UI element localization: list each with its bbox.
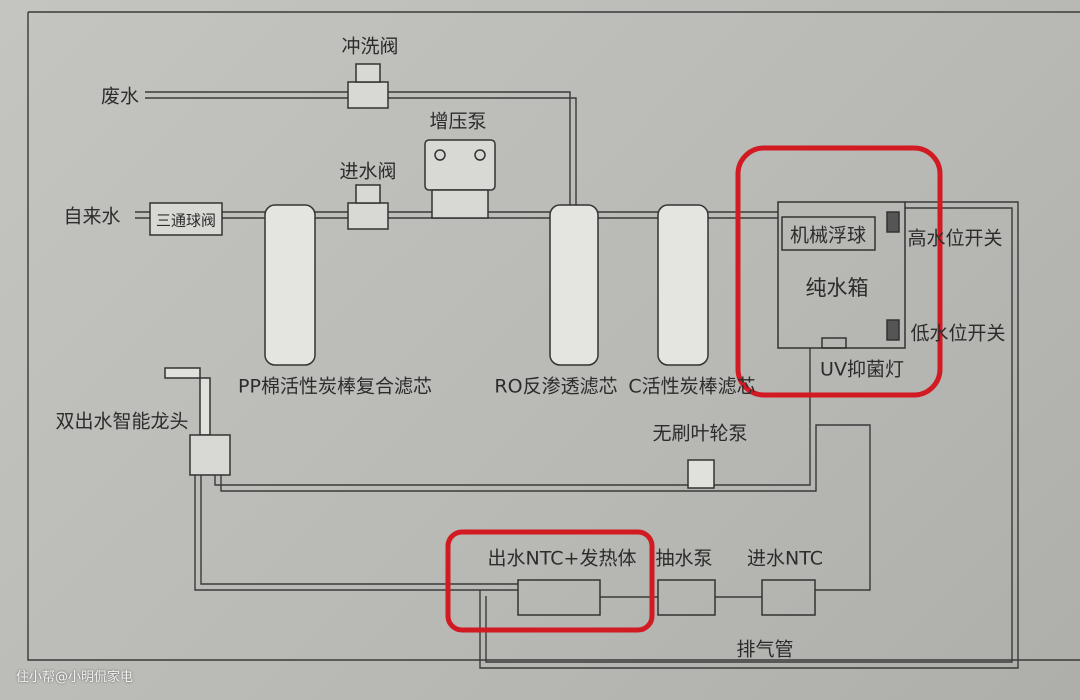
- label-inlet-valve: 进水阀: [339, 160, 397, 183]
- label-c-filter: C活性炭棒滤芯: [628, 375, 756, 398]
- three-way-valve-box: [149, 202, 223, 236]
- watermark: 住小帮@小明侃家电: [16, 670, 134, 685]
- label-faucet: 双出水智能龙头: [55, 410, 189, 433]
- heater-box: [517, 579, 601, 616]
- float-box: [781, 216, 876, 251]
- impeller-pump-icon: [687, 459, 715, 489]
- label-impeller-pump: 无刷叶轮泵: [652, 422, 748, 445]
- inlet-valve-icon: [347, 184, 389, 230]
- heater-highlight: [445, 529, 655, 633]
- waste-pipe: [145, 91, 577, 205]
- label-pure-tank: 纯水箱: [805, 276, 869, 300]
- booster-pump-icon: [424, 139, 496, 219]
- label-uv-lamp: UV抑菌灯: [820, 358, 904, 381]
- inlet-ntc-box: [761, 579, 816, 616]
- flush-valve-icon: [347, 63, 389, 109]
- draw-pump-box: [657, 579, 716, 616]
- label-ro-filter: RO反渗透滤芯: [494, 375, 618, 398]
- bottom-pipe: [194, 475, 762, 598]
- label-vent-pipe: 排气管: [736, 638, 794, 661]
- low-switch-icon: [886, 319, 900, 341]
- faucet-base-box: [189, 434, 231, 476]
- c-filter-icon: [657, 204, 709, 366]
- label-high-switch: 高水位开关: [907, 227, 1003, 250]
- uv-lamp-icon: [821, 337, 847, 349]
- faucet-pipe: [214, 348, 871, 591]
- label-inlet-ntc: 进水NTC: [747, 547, 823, 570]
- label-pp-filter: PP棉活性炭棒复合滤芯: [238, 375, 432, 398]
- label-float: 机械浮球: [789, 224, 867, 247]
- pp-filter-icon: [264, 204, 316, 366]
- tank-highlight: [735, 145, 943, 398]
- label-booster-pump: 增压泵: [429, 110, 487, 133]
- diagram-border: [27, 11, 1080, 661]
- label-draw-pump: 抽水泵: [655, 547, 713, 570]
- label-tap-water: 自来水: [63, 205, 121, 228]
- label-flush-valve: 冲洗阀: [341, 35, 399, 58]
- ro-filter-icon: [549, 204, 599, 366]
- high-switch-icon: [886, 211, 900, 233]
- tank-loop-pipe: [479, 201, 1019, 669]
- label-low-switch: 低水位开关: [910, 322, 1006, 345]
- label-waste-water: 废水: [100, 85, 140, 108]
- label-heater: 出水NTC+发热体: [487, 547, 637, 570]
- label-three-way-valve: 三通球阀: [155, 211, 217, 230]
